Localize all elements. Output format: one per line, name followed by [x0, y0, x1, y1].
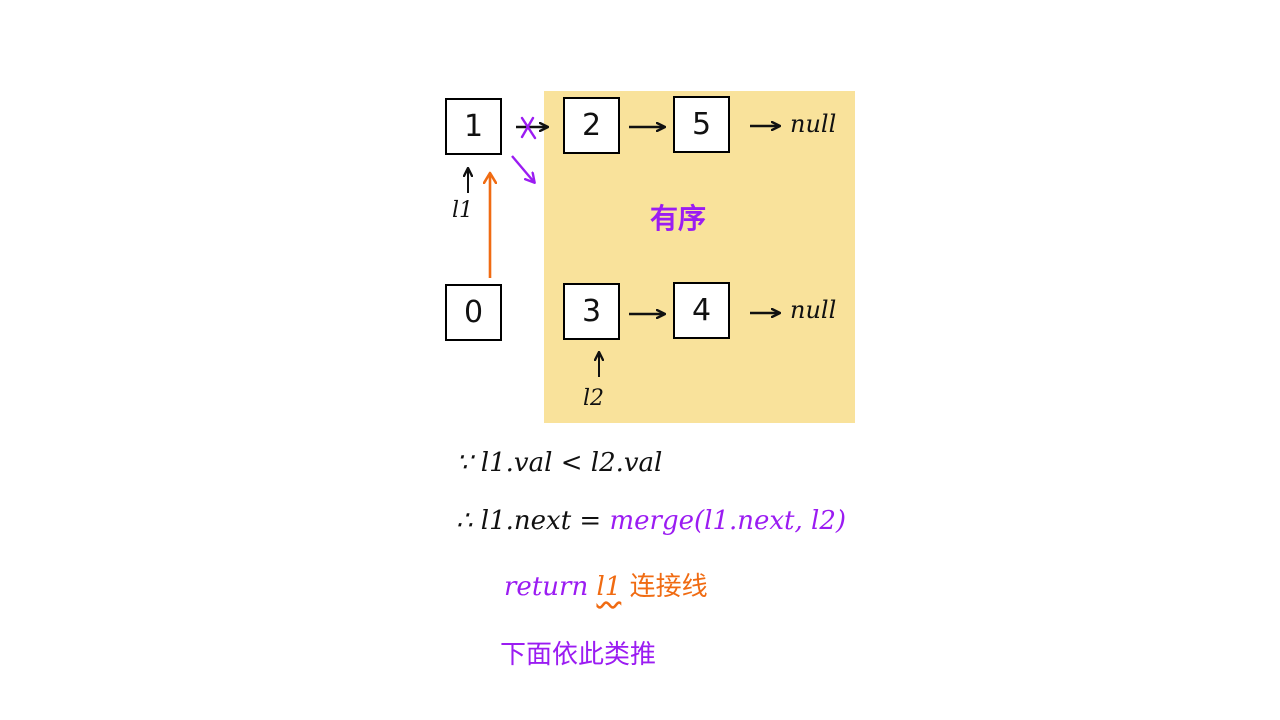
return-line: return l1 连接线: [504, 566, 708, 603]
arrow-1-to-merged: [511, 155, 534, 182]
node-2: 2: [563, 97, 620, 154]
assignment-line: ∴ l1.next = merge(l1.next, l2): [456, 506, 846, 536]
condition-line: ∵ l1.val < l2.val: [456, 448, 663, 478]
region-label: 有序: [650, 202, 707, 235]
recursion-note: 下面依此类推: [500, 640, 657, 670]
null-label-bottom: null: [790, 296, 837, 324]
assignment-prefix: ∴ l1.next =: [456, 506, 602, 536]
merge-call: merge(l1.next, l2): [609, 506, 847, 536]
pointer-label-l2: l2: [583, 386, 605, 411]
cut-mark: [520, 116, 537, 140]
node-4: 4: [673, 282, 730, 339]
node-5: 5: [673, 96, 730, 153]
node-0: 0: [445, 284, 502, 341]
return-keyword: return: [504, 572, 589, 602]
node-3: 3: [563, 283, 620, 340]
node-1: 1: [445, 98, 502, 155]
return-l1: l1: [596, 572, 622, 602]
null-label-top: null: [790, 110, 837, 138]
pointer-label-l1: l1: [452, 198, 474, 223]
return-connect-text: 连接线: [629, 572, 708, 602]
